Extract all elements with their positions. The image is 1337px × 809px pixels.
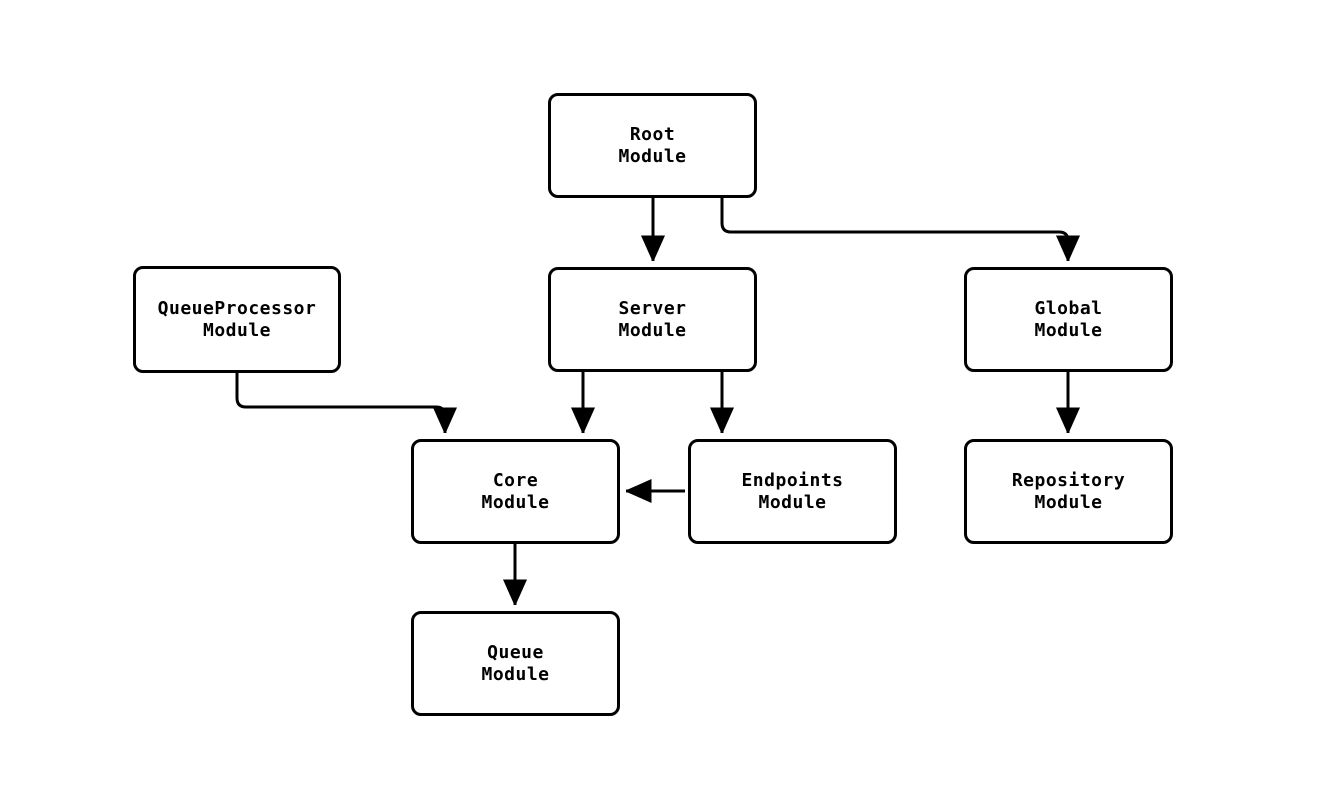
node-label-line: Module [758,491,827,513]
node-label-line: Module [481,491,550,513]
node-label-line: QueueProcessor [157,297,317,319]
node-label-line: Module [481,663,550,685]
node-label-line: Repository [1011,469,1126,491]
edge-root-to-global [720,198,1068,261]
node-label-line: Global [1034,297,1103,319]
node-label-line: Endpoints [741,469,844,491]
node-label-line: Module [1034,319,1103,341]
node-label-line: Module [202,319,272,341]
node-label-line: Core [492,469,539,491]
node-label-line: Module [618,319,687,341]
node-label-line: Server [618,297,687,319]
node-label-line: Root [629,123,676,145]
node-label-line: Module [1034,491,1103,513]
node-label-line: Module [618,145,687,167]
node-label-line: Queue [487,641,544,663]
edge-queueprocessor-to-core [235,373,445,433]
